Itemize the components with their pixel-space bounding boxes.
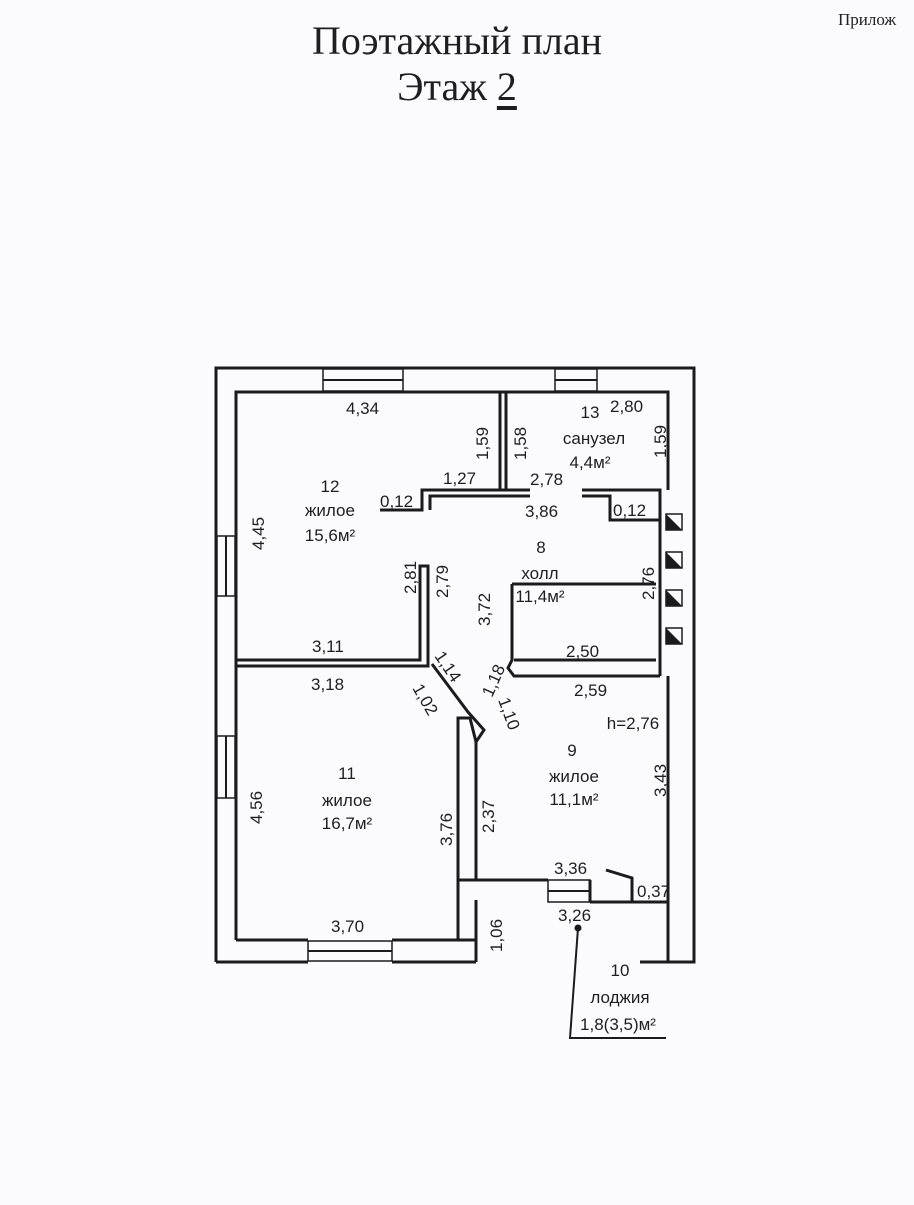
closet-left-bottom	[506, 584, 660, 678]
room-area: 15,6м²	[305, 526, 356, 545]
room-area: 11,4м²	[515, 587, 565, 606]
partition-hall-diagonal	[430, 663, 548, 882]
dimension-label: 1,10	[494, 695, 523, 733]
dimension-label: 1,58	[511, 427, 530, 460]
room-8: 8 холл 11,4м²	[515, 538, 565, 606]
dimension-label: 2,76	[639, 567, 658, 600]
vent-duct-fill	[666, 514, 682, 530]
dimension-label: 3,36	[554, 859, 587, 878]
vent-duct-fill	[666, 552, 682, 568]
dimension-label: 2,79	[433, 565, 452, 598]
dimension-label: 3,86	[525, 502, 558, 521]
room-type: холл	[521, 564, 558, 583]
room-number: 12	[321, 477, 340, 496]
partition-bathroom-bottom	[582, 488, 662, 522]
dimension-label: 2,78	[530, 470, 563, 489]
outer-wall-outline	[214, 366, 696, 964]
dimension-label: 4,45	[249, 517, 268, 550]
dimension-label: 3,72	[475, 593, 494, 626]
room-type: жилое	[305, 501, 355, 520]
dimension-label: 3,70	[331, 917, 364, 936]
room-13: 13 санузел 4,4м²	[563, 403, 625, 472]
partition-11-12	[236, 564, 430, 668]
floor-number: 2	[496, 64, 517, 109]
dimension-label: 3,18	[311, 675, 344, 694]
appendix-label: Прилож	[838, 10, 897, 29]
room-type: санузел	[563, 429, 625, 448]
partition-room12-bottom-lower	[428, 494, 530, 510]
vent-ducts	[665, 513, 683, 645]
room-type: жилое	[322, 791, 372, 810]
room-10: 10 лоджия 1,8(3,5)м²	[580, 961, 656, 1034]
room-number: 13	[581, 403, 600, 422]
windows	[216, 368, 598, 962]
dimension-label: 4,34	[346, 399, 379, 418]
dimension-label: 2,81	[401, 561, 420, 594]
dimension-label: 4,56	[247, 791, 266, 824]
dimension-label: 3,76	[437, 813, 456, 846]
dimension-label: 3,26	[558, 906, 591, 925]
dimension-label: 2,50	[566, 642, 599, 661]
room-12: 12 жилое 15,6м²	[305, 477, 356, 545]
dimension-label: 2,37	[479, 800, 498, 833]
dimension-label: 3,11	[312, 637, 344, 656]
dimension-label: 1,18	[478, 662, 509, 700]
plan-title: Поэтажный план	[311, 18, 603, 63]
dimension-label: 3,43	[651, 764, 670, 797]
room-11: 11 жилое 16,7м²	[322, 764, 373, 833]
loggia-leader	[568, 924, 666, 1039]
dimension-label: 2,59	[574, 681, 607, 700]
room-number: 11	[338, 764, 356, 783]
dimension-label: 1,59	[651, 425, 670, 458]
room-number: 9	[567, 741, 576, 760]
dimension-label: 0,12	[380, 492, 413, 511]
room-9: 9 жилое 11,1м²	[549, 741, 599, 809]
floor-title: Этаж 2	[0, 64, 914, 110]
room-area: 16,7м²	[322, 814, 373, 833]
dimension-label: 2,80	[610, 397, 643, 416]
dimension-label: 1,27	[443, 469, 476, 488]
dimension-label: 1,02	[409, 681, 442, 719]
vent-duct-fill	[666, 590, 682, 606]
dimension-label: 1,59	[473, 427, 492, 460]
ceiling-height: h=2,76	[607, 714, 659, 733]
partitions	[236, 392, 670, 962]
dimension-label: 1,06	[487, 919, 506, 952]
room-type: жилое	[549, 767, 599, 786]
floor-prefix: Этаж	[397, 64, 497, 109]
partition-loggia-left	[456, 880, 478, 962]
room-number: 8	[536, 538, 545, 557]
room-type: лоджия	[590, 988, 649, 1007]
vent-duct-fill	[666, 628, 682, 644]
room-area: 4,4м²	[570, 453, 611, 472]
dimension-label: 0,37	[637, 882, 670, 901]
room-area: 1,8(3,5)м²	[580, 1015, 656, 1034]
partition-room12-bottom-upper	[380, 488, 530, 512]
leader-line	[568, 927, 666, 1039]
room-area: 11,1м²	[549, 790, 599, 809]
dimension-label: 0,12	[613, 501, 646, 520]
outer-walls	[214, 366, 696, 964]
room-number: 10	[611, 961, 630, 980]
